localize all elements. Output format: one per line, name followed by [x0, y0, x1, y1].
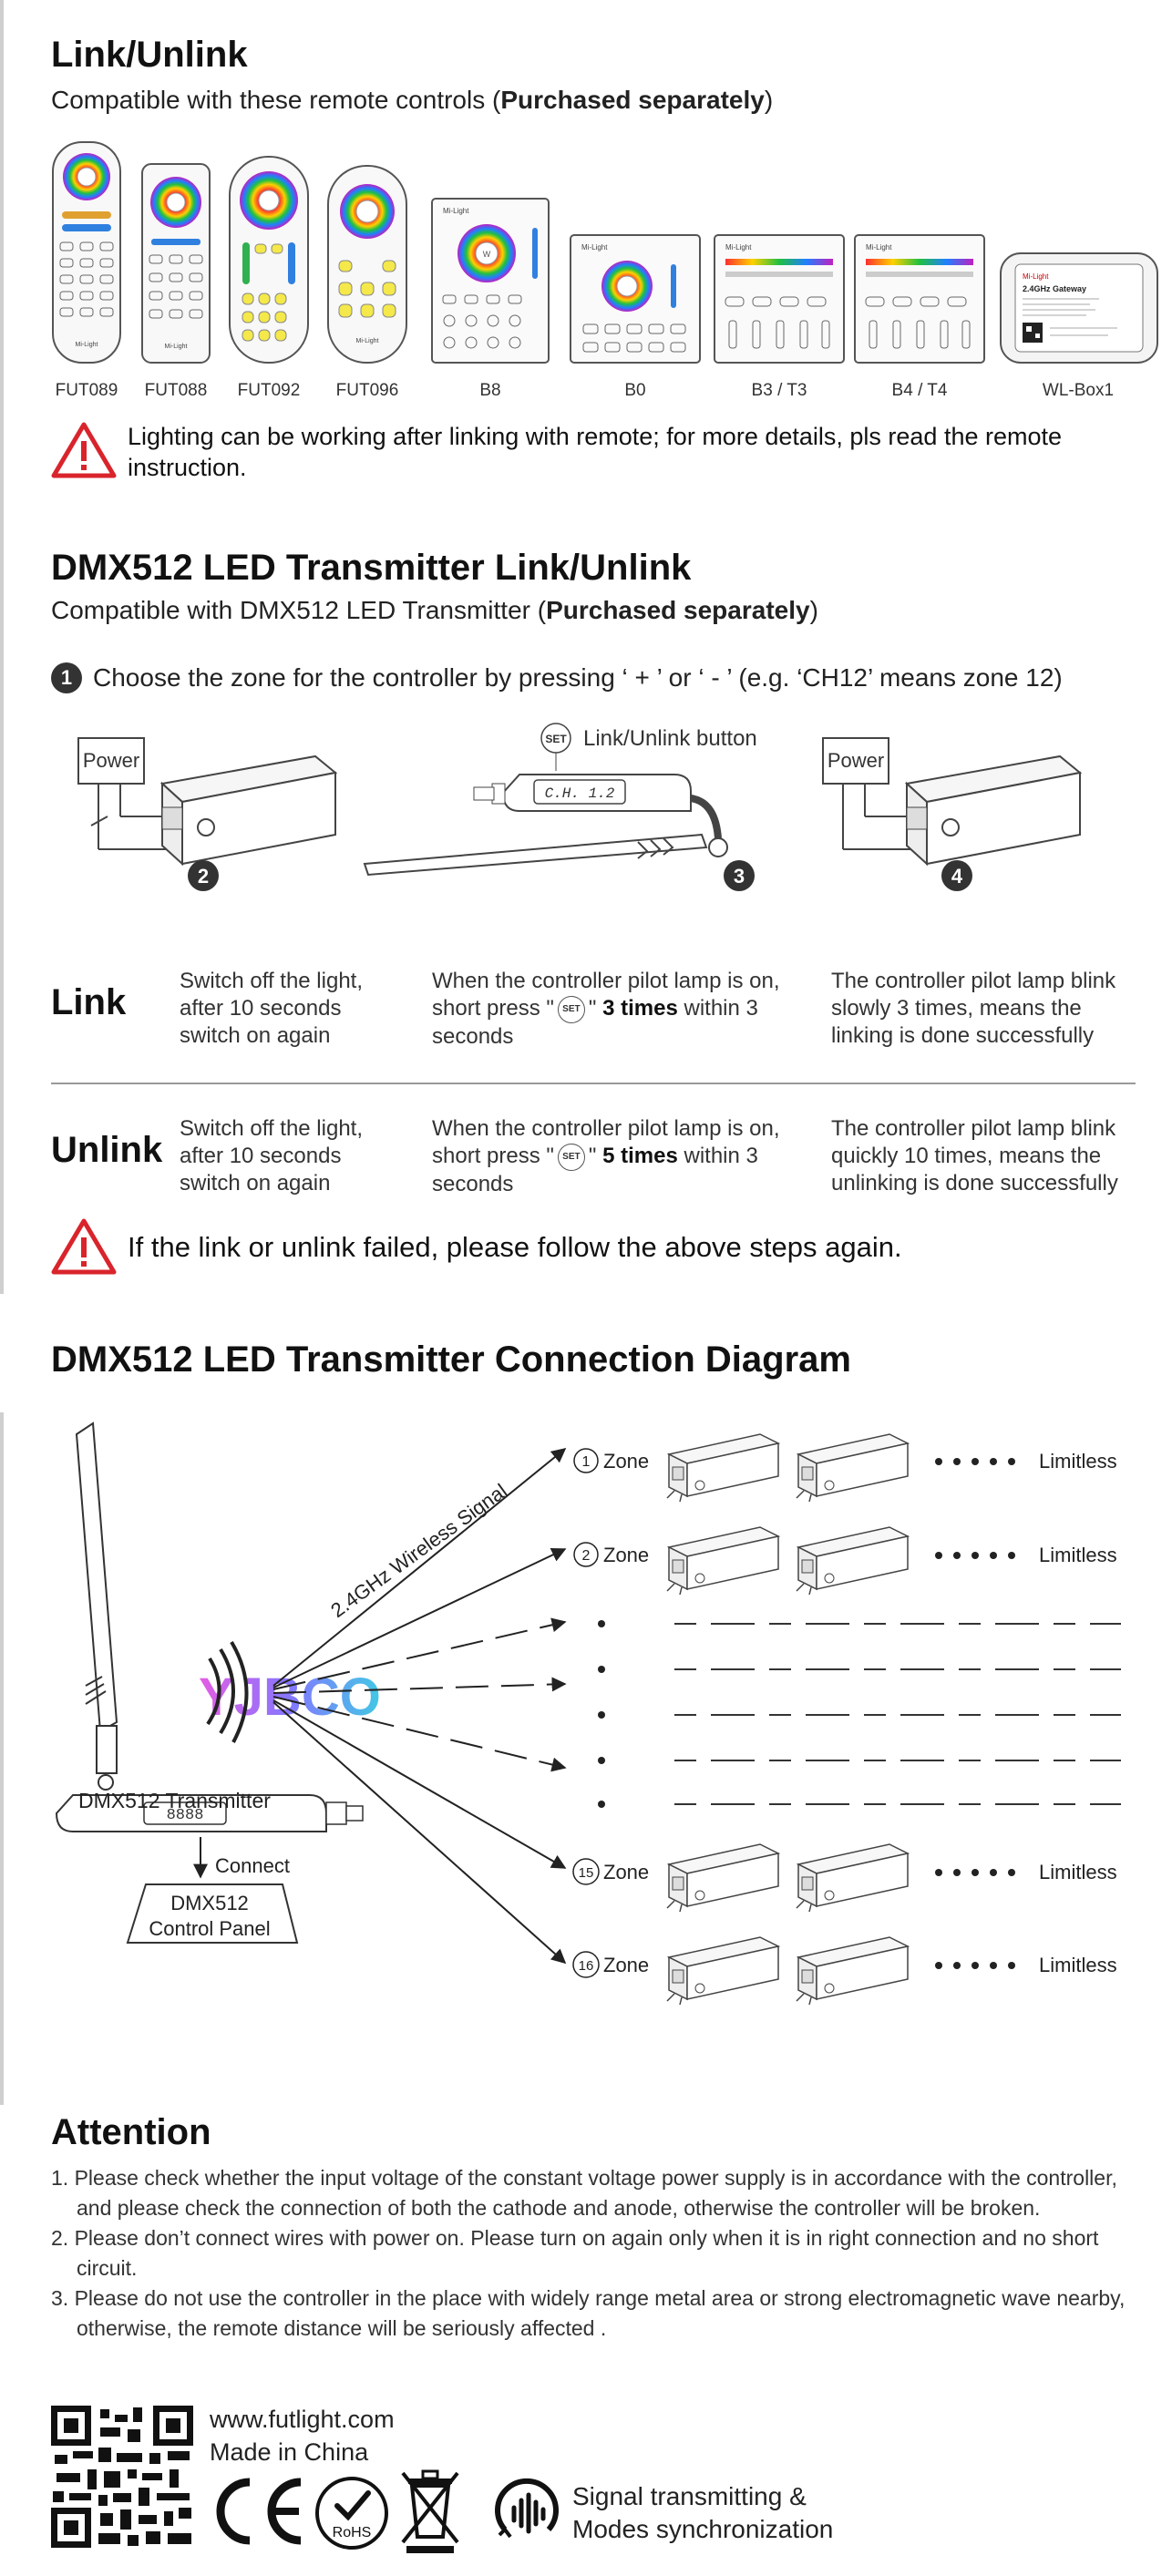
remote-fut092-image: [229, 156, 309, 364]
remote-label: FUT096: [335, 381, 399, 400]
svg-text:Mi-Light: Mi-Light: [581, 243, 608, 251]
svg-text:Mi-Light: Mi-Light: [356, 338, 379, 344]
remote-label: B3 / T3: [751, 381, 807, 400]
left-edge-bar: [0, 1412, 4, 2105]
ce-mark-icon: [216, 2478, 302, 2545]
svg-text:2.4GHz Wireless Signal: 2.4GHz Wireless Signal: [326, 1479, 511, 1622]
fail-warning: If the link or unlink failed, please fol…: [51, 1217, 1145, 1276]
svg-text:2.4GHz Gateway: 2.4GHz Gateway: [1023, 284, 1086, 293]
made-in-text: Made in China: [210, 2438, 369, 2466]
attention-item: 2. Please don’t connect wires with power…: [51, 2226, 1099, 2280]
svg-text:Mi-Light: Mi-Light: [165, 344, 188, 350]
remote-label: WL-Box1: [1042, 381, 1115, 400]
svg-text:Control Panel: Control Panel: [149, 1917, 270, 1940]
remote-label: FUT088: [144, 381, 208, 400]
transmitter-set-diagram: SET C.H. 1.2 3: [363, 723, 755, 891]
weee-bin-icon: [401, 2469, 459, 2553]
connection-diagram-title: DMX512 LED Transmitter Connection Diagra…: [51, 1339, 851, 1380]
unlink-step-result: The controller pilot lamp blink quickly …: [831, 1116, 1118, 1196]
svg-text:Mi-Light: Mi-Light: [76, 342, 98, 348]
dmx-compat-text: Compatible with DMX512 LED Transmitter (…: [51, 596, 818, 624]
unlink-step-switch: Switch off the light, after 10 seconds s…: [180, 1116, 363, 1196]
warning-icon: [51, 422, 117, 478]
svg-text:2: 2: [582, 1548, 591, 1564]
svg-text:Connect: Connect: [215, 1854, 290, 1877]
svg-text:Zone: Zone: [603, 1544, 649, 1566]
svg-text:4: 4: [951, 865, 963, 888]
remote-controls-row: Mi-Light Mi-Light Mi-Light Mi-Light W: [47, 137, 1159, 401]
set-button-icon: SET: [557, 1143, 585, 1171]
link-unlink-button-label: Link/Unlink button: [583, 726, 757, 751]
signal-sync-line1: Signal transmitting &: [572, 2482, 807, 2510]
signal-sync-icon: [495, 2478, 559, 2539]
svg-text:Zone: Zone: [603, 1861, 649, 1883]
attention-title: Attention: [51, 2112, 211, 2152]
svg-text:Limitless: Limitless: [1039, 1450, 1117, 1473]
remote-compat-text: Compatible with these remote controls (P…: [51, 86, 774, 114]
svg-text:2: 2: [198, 865, 209, 888]
qr-code-icon: [51, 2406, 193, 2548]
svg-text:Limitless: Limitless: [1039, 1861, 1117, 1883]
remote-b8-image: Mi-Light W: [431, 198, 550, 364]
svg-text:Power: Power: [828, 749, 884, 772]
svg-text:Mi-Light: Mi-Light: [866, 243, 892, 251]
svg-text:3: 3: [734, 865, 745, 888]
svg-text:W: W: [483, 250, 491, 259]
link-step-result: The controller pilot lamp blink slowly 3…: [831, 969, 1116, 1048]
remote-fut088-image: Mi-Light: [141, 163, 211, 364]
attention-item: 1. Please check whether the input voltag…: [51, 2166, 1117, 2220]
table-divider: [51, 1083, 1136, 1084]
rohs-icon: RoHS: [315, 2477, 388, 2550]
svg-text:Power: Power: [83, 749, 139, 772]
attention-item: 3. Please do not use the controller in t…: [51, 2286, 1126, 2340]
link-step-switch: Switch off the light, after 10 seconds s…: [180, 969, 363, 1048]
connection-diagram: 8888 DMX512 Transmitter Connect DMX512 C…: [55, 1421, 1121, 2006]
step-1-instruction: 1 Choose the zone for the controller by …: [51, 662, 1063, 693]
svg-text:Mi-Light: Mi-Light: [443, 207, 469, 215]
svg-text:RoHS: RoHS: [333, 2525, 372, 2540]
remote-label: B0: [624, 381, 646, 400]
remote-label: FUT089: [55, 381, 118, 400]
svg-text:Mi-Light: Mi-Light: [725, 243, 752, 251]
unlink-row-title: Unlink: [51, 1130, 163, 1170]
svg-text:Zone: Zone: [603, 1450, 649, 1473]
remote-fut089-image: Mi-Light: [52, 141, 121, 364]
svg-text:SET: SET: [545, 733, 567, 745]
svg-text:1: 1: [582, 1454, 591, 1470]
svg-text:Limitless: Limitless: [1039, 1954, 1117, 1976]
link-step-press: When the controller pilot lamp is on, sh…: [432, 969, 780, 1049]
svg-text:DMX512 Transmitter: DMX512 Transmitter: [78, 1789, 271, 1812]
svg-text:DMX512: DMX512: [170, 1892, 249, 1914]
remote-label: FUT092: [237, 381, 301, 400]
svg-text:8888: 8888: [167, 1807, 204, 1824]
signal-sync-line2: Modes synchronization: [572, 2515, 834, 2543]
set-button-icon: SET: [557, 995, 585, 1023]
remote-fut096-image: Mi-Light: [327, 165, 407, 364]
svg-text:Limitless: Limitless: [1039, 1544, 1117, 1566]
svg-text:C.H. 1.2: C.H. 1.2: [545, 785, 615, 802]
remote-warning: Lighting can be working after linking wi…: [51, 421, 1145, 483]
remote-b0-image: Mi-Light: [570, 234, 701, 364]
step-number-badge: 1: [51, 662, 82, 693]
remote-b4-t4-image: Mi-Light: [854, 234, 985, 364]
dmx-link-title: DMX512 LED Transmitter Link/Unlink: [51, 548, 692, 588]
unlink-step-press: When the controller pilot lamp is on, sh…: [432, 1116, 780, 1196]
website-text: www.futlight.com: [210, 2406, 395, 2433]
remote-label: B8: [479, 381, 501, 400]
left-edge-bar: [0, 0, 4, 1294]
svg-text:Zone: Zone: [603, 1954, 649, 1976]
attention-list: 1. Please check whether the input voltag…: [51, 2163, 1145, 2344]
remote-b3-t3-image: Mi-Light: [714, 234, 845, 364]
warning-icon: [51, 1218, 117, 1275]
svg-text:15: 15: [579, 1865, 594, 1881]
svg-text:16: 16: [579, 1958, 594, 1974]
controller-power-diagram-left: Power 2: [77, 737, 338, 891]
link-row-title: Link: [51, 982, 127, 1022]
svg-text:Mi-Light: Mi-Light: [1023, 272, 1049, 281]
link-unlink-title: Link/Unlink: [51, 35, 248, 75]
controller-power-diagram-right: Power 4: [822, 737, 1083, 891]
remote-wl-box1-image: Mi-Light 2.4GHz Gateway: [1000, 252, 1158, 364]
remote-label: B4 / T4: [891, 381, 948, 400]
